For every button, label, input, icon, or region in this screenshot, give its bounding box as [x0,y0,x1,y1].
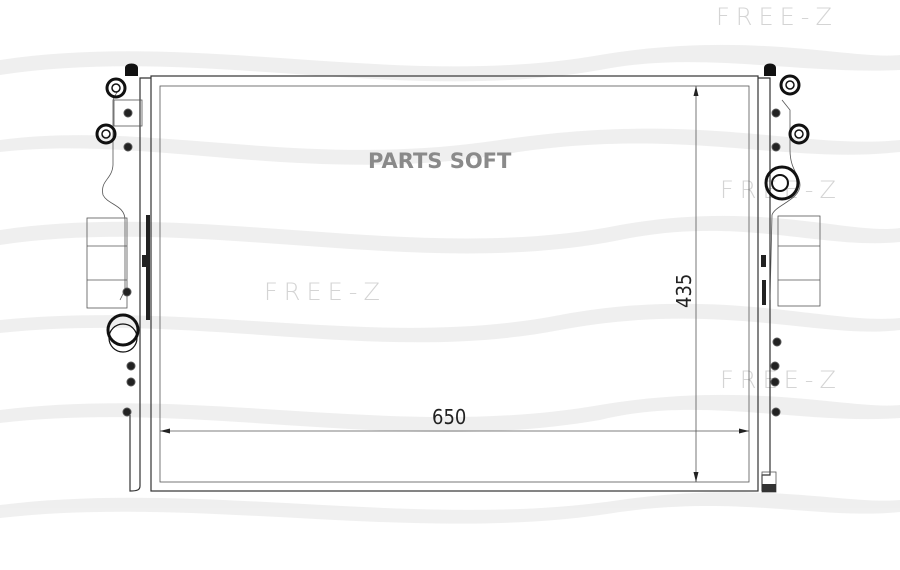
height-dimension-label: 435 [672,274,696,308]
watermark-logo: FREE-Z [716,3,838,31]
watermark-logo: FREE-Z [720,366,842,394]
watermarks: FREE-Z FREE-Z FREE-Z FREE-Z FREE-Z FREE-… [264,3,842,394]
watermark-logo: FREE-Z [264,278,386,306]
width-dimension-label: 650 [432,405,466,429]
background-waves [0,44,900,524]
left-tank [86,63,151,492]
dimension-width: 650 [160,405,749,434]
right-tank [758,63,821,493]
brand-overlay: PARTS SOFT [368,149,512,173]
radiator-core [150,75,759,492]
dimension-height: 435 [672,86,699,482]
